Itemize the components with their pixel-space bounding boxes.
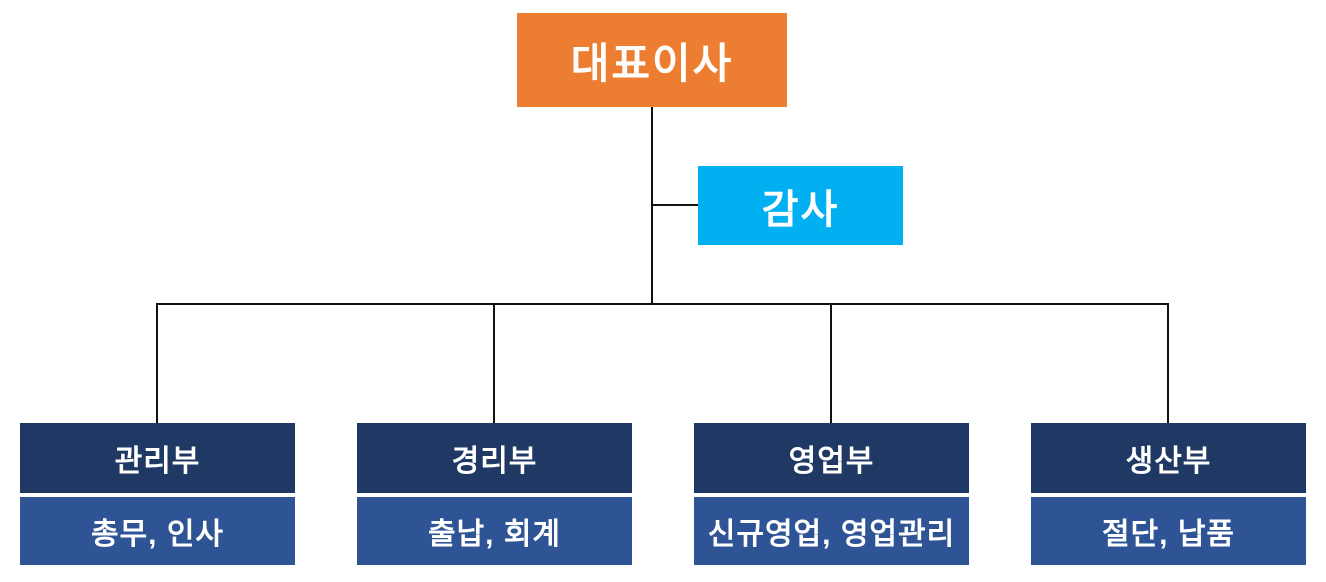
connector-ceo-vertical bbox=[651, 107, 653, 305]
dept-node-accounting: 경리부 출납, 회계 bbox=[357, 423, 632, 565]
dept-name: 경리부 bbox=[357, 423, 632, 493]
dept-name: 관리부 bbox=[20, 423, 295, 493]
connector-drop-dept-2 bbox=[493, 303, 495, 423]
connector-auditor-horizontal bbox=[651, 204, 698, 206]
dept-name: 영업부 bbox=[694, 423, 969, 493]
ceo-node: 대표이사 bbox=[517, 13, 787, 107]
dept-detail: 총무, 인사 bbox=[20, 497, 295, 565]
dept-node-management: 관리부 총무, 인사 bbox=[20, 423, 295, 565]
dept-detail: 신규영업, 영업관리 bbox=[694, 497, 969, 565]
ceo-label: 대표이사 bbox=[570, 39, 734, 87]
auditor-label: 감사 bbox=[761, 187, 840, 232]
dept-node-production: 생산부 절단, 납품 bbox=[1031, 423, 1306, 565]
dept-node-sales: 영업부 신규영업, 영업관리 bbox=[694, 423, 969, 565]
connector-drop-dept-1 bbox=[156, 303, 158, 423]
connector-drop-dept-4 bbox=[1167, 303, 1169, 423]
connector-bus-horizontal bbox=[156, 303, 1169, 305]
dept-name: 생산부 bbox=[1031, 423, 1306, 493]
connector-drop-dept-3 bbox=[830, 303, 832, 423]
dept-detail: 절단, 납품 bbox=[1031, 497, 1306, 565]
auditor-node: 감사 bbox=[698, 166, 903, 245]
dept-detail: 출납, 회계 bbox=[357, 497, 632, 565]
